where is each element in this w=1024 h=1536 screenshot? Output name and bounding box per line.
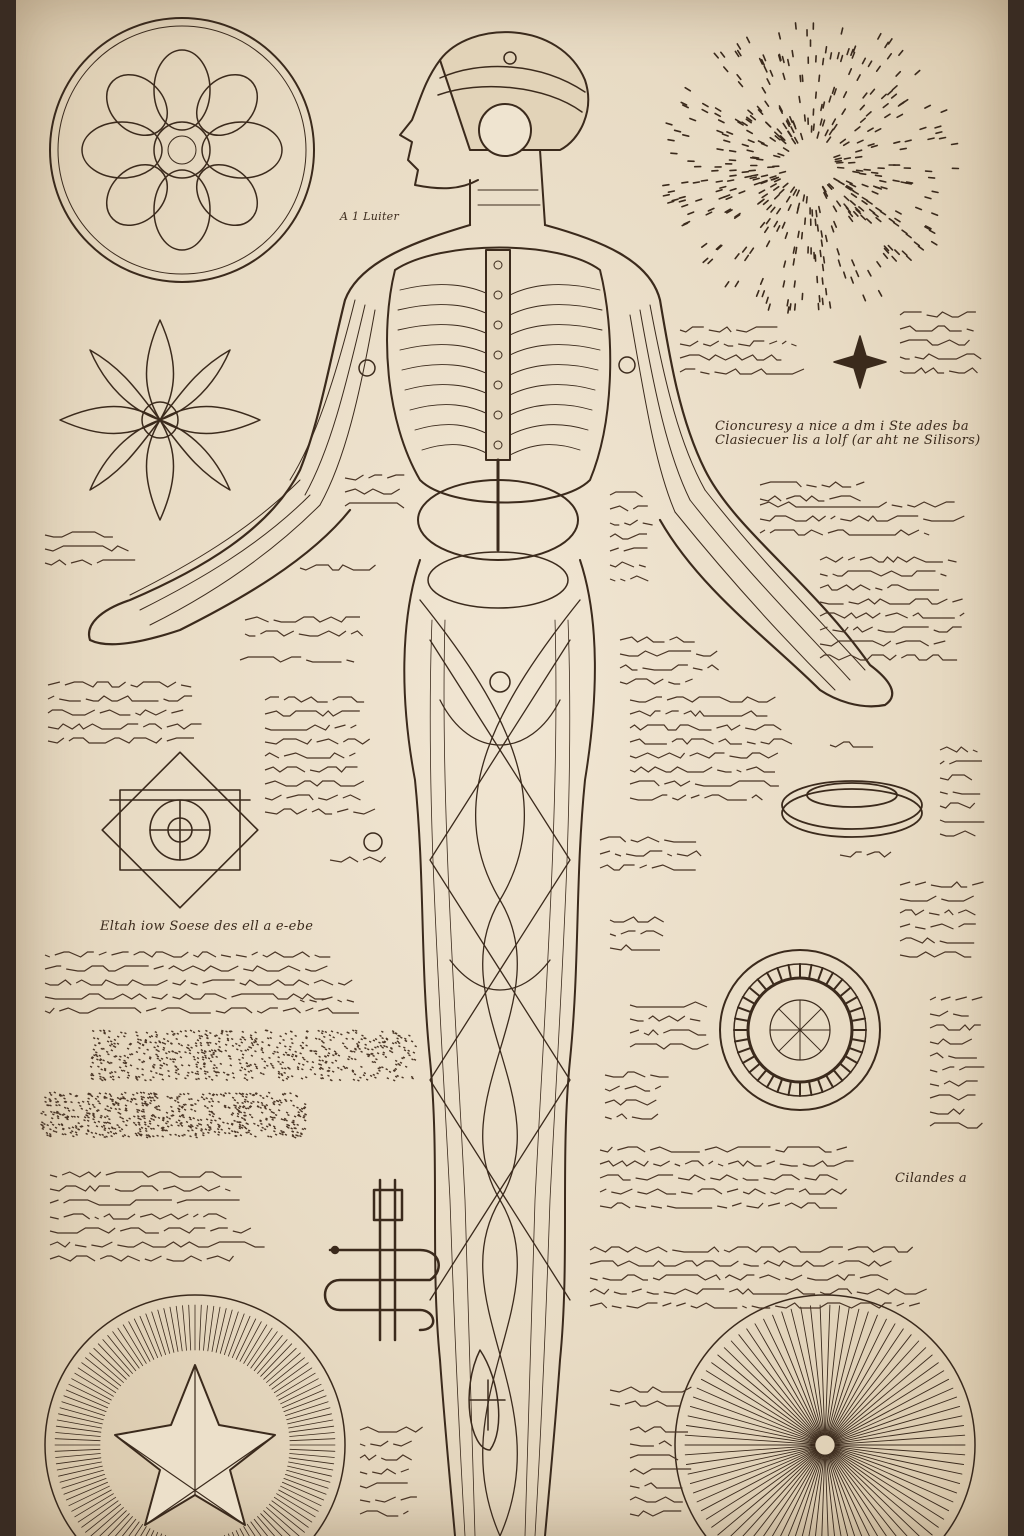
dotted-sunburst [662, 22, 960, 314]
star-icon [833, 335, 887, 389]
label-mid-center: Eltah iow Soese des ell a e-ebe [100, 919, 314, 934]
label-top-right-main: Cioncuresy a nice a dm i Ste ades ba Cla… [715, 419, 981, 448]
label-top-left: A 1 Luiter [340, 210, 400, 223]
orb-icon [363, 832, 383, 852]
lotus-flower [59, 319, 261, 521]
apparatus-diagram [323, 1178, 440, 1342]
zodiac-wheel [719, 949, 881, 1111]
label-bottom-right: Cilandes a [895, 1171, 967, 1186]
star-circle [44, 1294, 346, 1536]
radiating-circle [674, 1294, 976, 1536]
knot-mandala [49, 17, 315, 283]
geometric-diagram [101, 751, 259, 909]
handwritten-text-blocks [40, 311, 990, 1516]
human-figure [87, 31, 894, 1536]
ring-diagram [781, 780, 923, 838]
